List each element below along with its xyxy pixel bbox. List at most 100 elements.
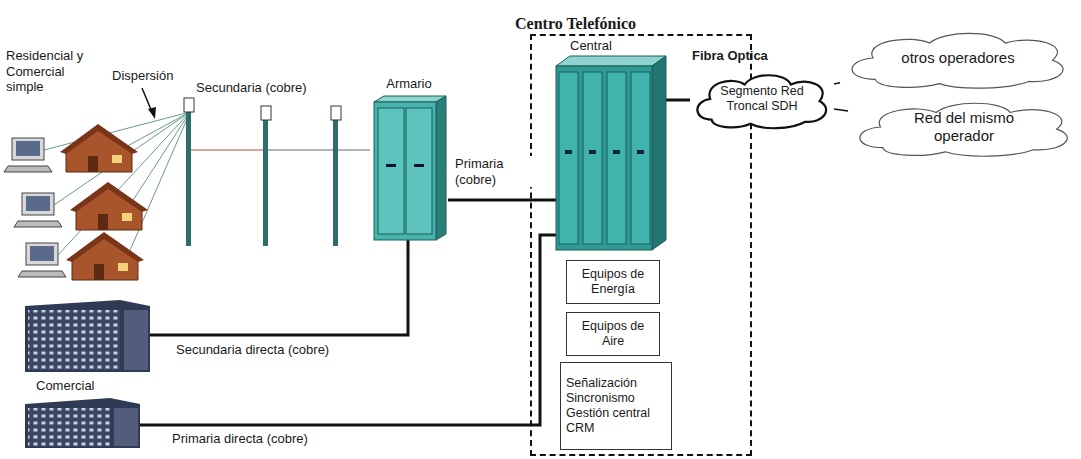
switch-part	[631, 72, 650, 244]
telephone-pole	[184, 98, 194, 112]
house-icon	[112, 155, 122, 163]
dispersion-pointer	[148, 107, 156, 119]
equipment-box: Equipos de Energía	[566, 260, 660, 304]
computer-icon	[4, 138, 66, 277]
house-icon	[88, 156, 98, 172]
trunk-network: Segmento Red Troncal SDH	[690, 68, 834, 130]
switch-part	[607, 72, 626, 244]
switch-cabinet-shape	[556, 38, 666, 250]
commercial-building	[28, 310, 120, 370]
switch-part	[565, 150, 572, 154]
computer-icon	[12, 138, 44, 160]
system-box: Señalización Sincronismo Gestión central…	[560, 362, 672, 450]
node-text: Equipos de Energía	[572, 267, 654, 297]
commercial-building	[25, 300, 150, 372]
cabinet-part	[386, 164, 396, 167]
cabinet-drawing	[374, 96, 446, 240]
direct-copper-line	[150, 240, 408, 335]
telephone-pole	[263, 108, 268, 246]
cabinet: Armario	[370, 76, 448, 240]
cabinet-part	[414, 164, 424, 167]
node-text: Central	[570, 38, 612, 54]
node-text: Red del mismo operador	[882, 109, 1046, 145]
house-icon	[66, 130, 132, 172]
dispersion-drop	[58, 112, 190, 255]
commercial-building	[25, 300, 150, 448]
callout-label: Dispersión	[112, 68, 202, 84]
switch-cabinet: Central	[556, 38, 666, 250]
house-icon	[60, 124, 148, 280]
connector	[666, 99, 690, 102]
network-cloud: Red del mismo operador	[848, 96, 1080, 158]
switch-part	[652, 56, 666, 250]
switch-drawing	[556, 56, 666, 250]
computer-icon	[26, 196, 50, 211]
telephone-pole	[186, 100, 191, 246]
house-icon	[122, 213, 132, 221]
switch-part	[556, 66, 652, 250]
commercial-building	[124, 310, 148, 370]
dispersion-drop	[44, 112, 190, 255]
switch-part	[613, 150, 620, 154]
switch-part	[556, 56, 666, 66]
node-text: Armario	[386, 76, 432, 92]
house-icon	[76, 188, 142, 230]
node-text: Señalización Sincronismo Gestión central…	[566, 376, 666, 436]
dispersion-drop	[130, 112, 190, 205]
node-text: Equipos de Aire	[572, 319, 654, 349]
cabinet-part	[374, 96, 446, 102]
connector	[834, 83, 840, 84]
network-cloud-outline	[860, 103, 1067, 156]
connector	[834, 109, 848, 111]
node-text: Segmento Red Troncal SDH	[712, 84, 812, 114]
switch-part	[589, 150, 596, 154]
line-label: Secundaria (cobre)	[196, 80, 336, 96]
computer-icon	[22, 193, 54, 215]
computer-icon	[30, 246, 54, 261]
dispersion-pointer	[142, 88, 156, 119]
commercial-building	[28, 408, 110, 446]
node-text: Centro Telefónico	[515, 14, 636, 33]
line-label: Fibra Optica	[692, 48, 792, 64]
equipment-box: Equipos de Aire	[566, 312, 660, 356]
telephone-pole	[333, 108, 338, 246]
network-cloud: otros operadores	[840, 26, 1076, 90]
house-icon	[70, 182, 148, 212]
cabinet-part	[406, 108, 432, 234]
line-label: Primaria directa (cobre)	[172, 431, 372, 447]
cabinet-part	[374, 102, 436, 240]
commercial-building	[25, 398, 140, 448]
area-label: Residencial y Comercial simple	[6, 48, 90, 95]
trunk-network-outline	[697, 75, 826, 128]
area-label: Comercial	[36, 378, 136, 394]
house-icon	[72, 238, 138, 280]
telephone-pole	[184, 98, 341, 246]
house-icon	[94, 264, 104, 280]
cabinet-part	[378, 108, 404, 234]
secondary-copper-line	[191, 149, 263, 151]
node-text: otros operadores	[901, 49, 1014, 67]
line-label: Secundaria directa (cobre)	[176, 342, 376, 358]
computer-icon	[16, 141, 40, 156]
computer-icon	[26, 243, 58, 265]
direct-copper-line	[140, 235, 556, 425]
direct-copper-line	[140, 235, 556, 425]
telephone-pole	[331, 106, 341, 120]
computer-icon	[18, 271, 66, 277]
computer-icon	[14, 221, 62, 227]
commercial-building	[114, 408, 138, 446]
cabinet-part	[436, 96, 446, 240]
switch-part	[637, 150, 644, 154]
house-icon	[60, 124, 138, 154]
switch-part	[559, 72, 578, 244]
network-cloud-outline	[852, 33, 1063, 88]
secondary-copper-line	[263, 149, 370, 151]
computer-icon	[4, 166, 52, 172]
house-icon	[118, 263, 128, 271]
connector	[448, 199, 556, 202]
secondary-copper-line	[191, 150, 370, 151]
house-icon	[66, 232, 144, 262]
switch-part	[583, 72, 602, 244]
edge-label: Primaria (cobre)	[455, 156, 535, 187]
